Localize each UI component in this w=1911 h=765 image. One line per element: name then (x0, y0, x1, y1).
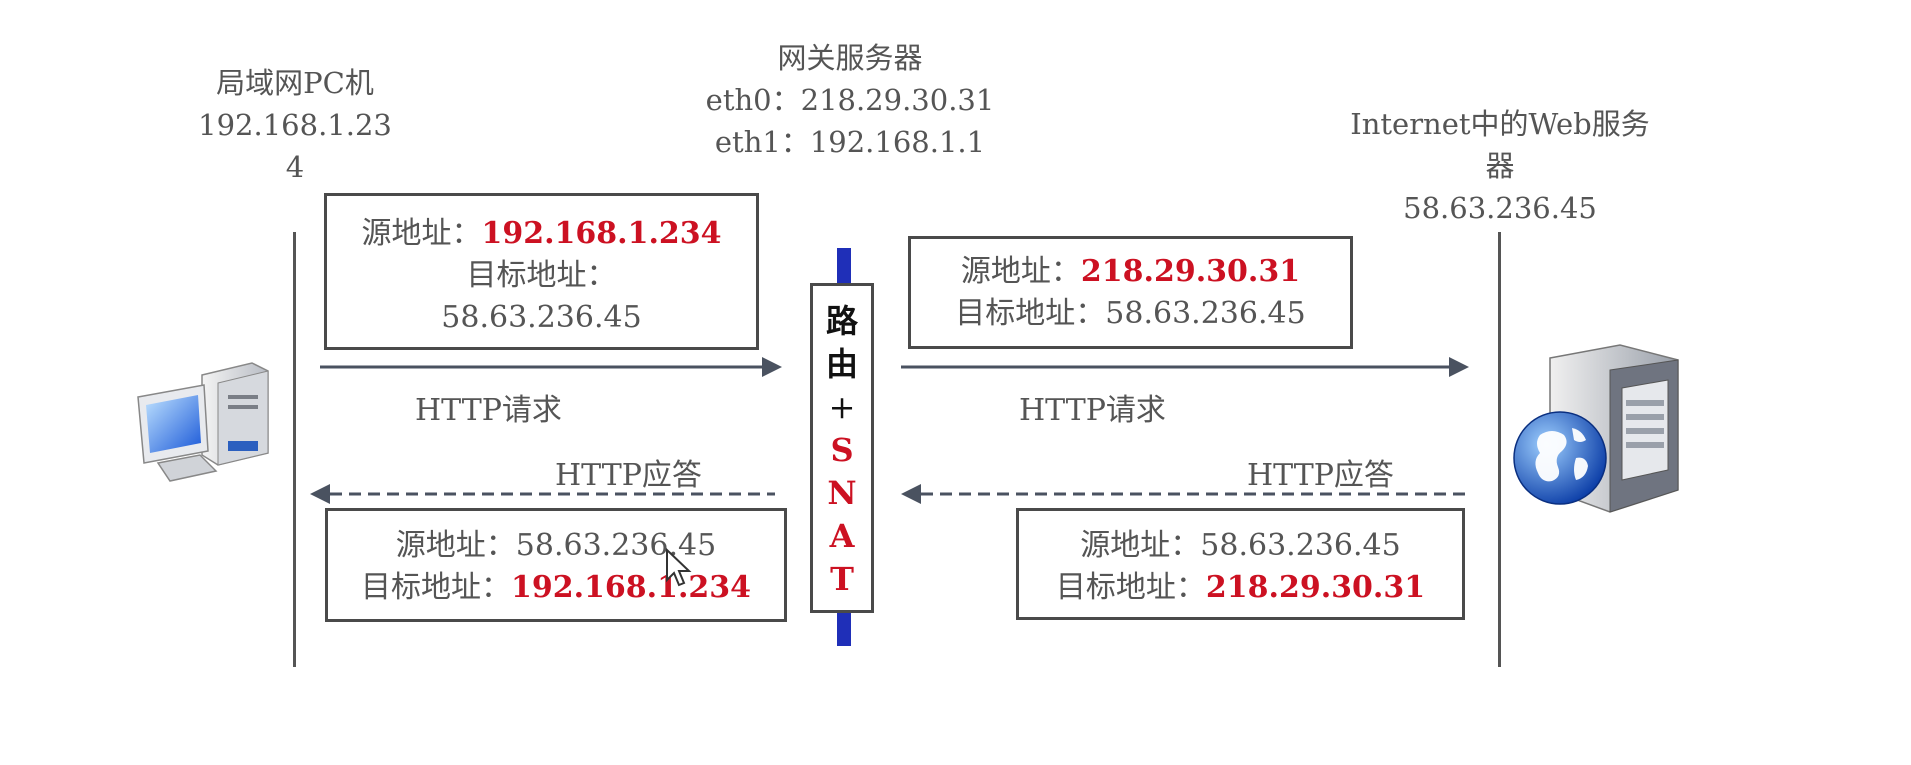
right-response-arrow (901, 484, 1470, 504)
left-response-box: 源地址：58.63.236.45 目标地址：192.168.1.234 (325, 508, 787, 622)
web-server-title-line2: 器 (1485, 149, 1515, 183)
left-request-box: 源地址：192.168.1.234 目标地址： 58.63.236.45 (324, 193, 759, 350)
dst-label: 目标地址： (466, 258, 617, 293)
router-char-7: T (830, 560, 854, 598)
src-label: 源地址： (960, 254, 1081, 289)
gateway-eth0: eth0：218.29.30.31 (705, 83, 995, 117)
web-server-lifeline (1498, 232, 1501, 667)
router-char-1: 路 (825, 302, 858, 340)
web-server-ip: 58.63.236.45 (1403, 191, 1597, 225)
desktop-computer-icon (137, 362, 269, 482)
src-value: 58.63.236.45 (1200, 528, 1401, 563)
router-bar-top (837, 248, 851, 284)
dst-value: 58.63.236.45 (1105, 296, 1306, 331)
web-server-label: Internet中的Web服务 器 58.63.236.45 (1310, 103, 1690, 229)
gateway-label: 网关服务器 eth0：218.29.30.31 eth1：192.168.1.1 (680, 37, 1020, 163)
web-server-title-line1: Internet中的Web服务 (1350, 107, 1650, 141)
router-bar-bottom (837, 612, 851, 646)
lan-pc-label: 局域网PC机 192.168.1.23 4 (180, 62, 410, 188)
left-request-arrow (320, 357, 782, 377)
gateway-eth1: eth1：192.168.1.1 (714, 125, 986, 159)
src-label: 源地址： (361, 216, 482, 251)
dst-value: 58.63.236.45 (441, 300, 642, 335)
router-char-2: 由 (825, 345, 858, 383)
src-value: 218.29.30.31 (1080, 254, 1301, 289)
dst-value: 218.29.30.31 (1205, 570, 1426, 605)
dst-label: 目标地址： (955, 296, 1106, 331)
web-server-globe-icon (1513, 344, 1679, 513)
router-char-3: + (828, 388, 856, 426)
right-response-label: HTTP应答 (1247, 458, 1394, 493)
router-char-5: N (827, 474, 857, 512)
router-snat: 路 由 + S N A T (810, 283, 874, 613)
dst-label: 目标地址： (1055, 570, 1206, 605)
router-char-4: S (830, 431, 854, 469)
left-response-arrow (310, 484, 775, 504)
right-request-box: 源地址：218.29.30.31 目标地址：58.63.236.45 (908, 236, 1353, 349)
lan-pc-lifeline (293, 232, 296, 667)
right-request-arrow (901, 357, 1469, 377)
lan-pc-ip-line1: 192.168.1.23 (198, 108, 392, 142)
lan-pc-ip-line2: 4 (285, 150, 305, 184)
src-label: 源地址： (395, 528, 516, 563)
router-char-6: A (829, 517, 855, 555)
dst-value: 192.168.1.234 (510, 570, 752, 605)
right-response-box: 源地址：58.63.236.45 目标地址：218.29.30.31 (1016, 508, 1465, 620)
src-value: 192.168.1.234 (481, 216, 722, 251)
gateway-title: 网关服务器 (777, 41, 923, 75)
src-label: 源地址： (1080, 528, 1201, 563)
dst-label: 目标地址： (360, 570, 511, 605)
left-request-label: HTTP请求 (415, 393, 562, 428)
left-response-label: HTTP应答 (555, 458, 702, 493)
src-value: 58.63.236.45 (515, 528, 717, 563)
lan-pc-title: 局域网PC机 (216, 66, 374, 100)
mouse-pointer-icon (666, 548, 692, 587)
right-request-label: HTTP请求 (1019, 393, 1166, 428)
